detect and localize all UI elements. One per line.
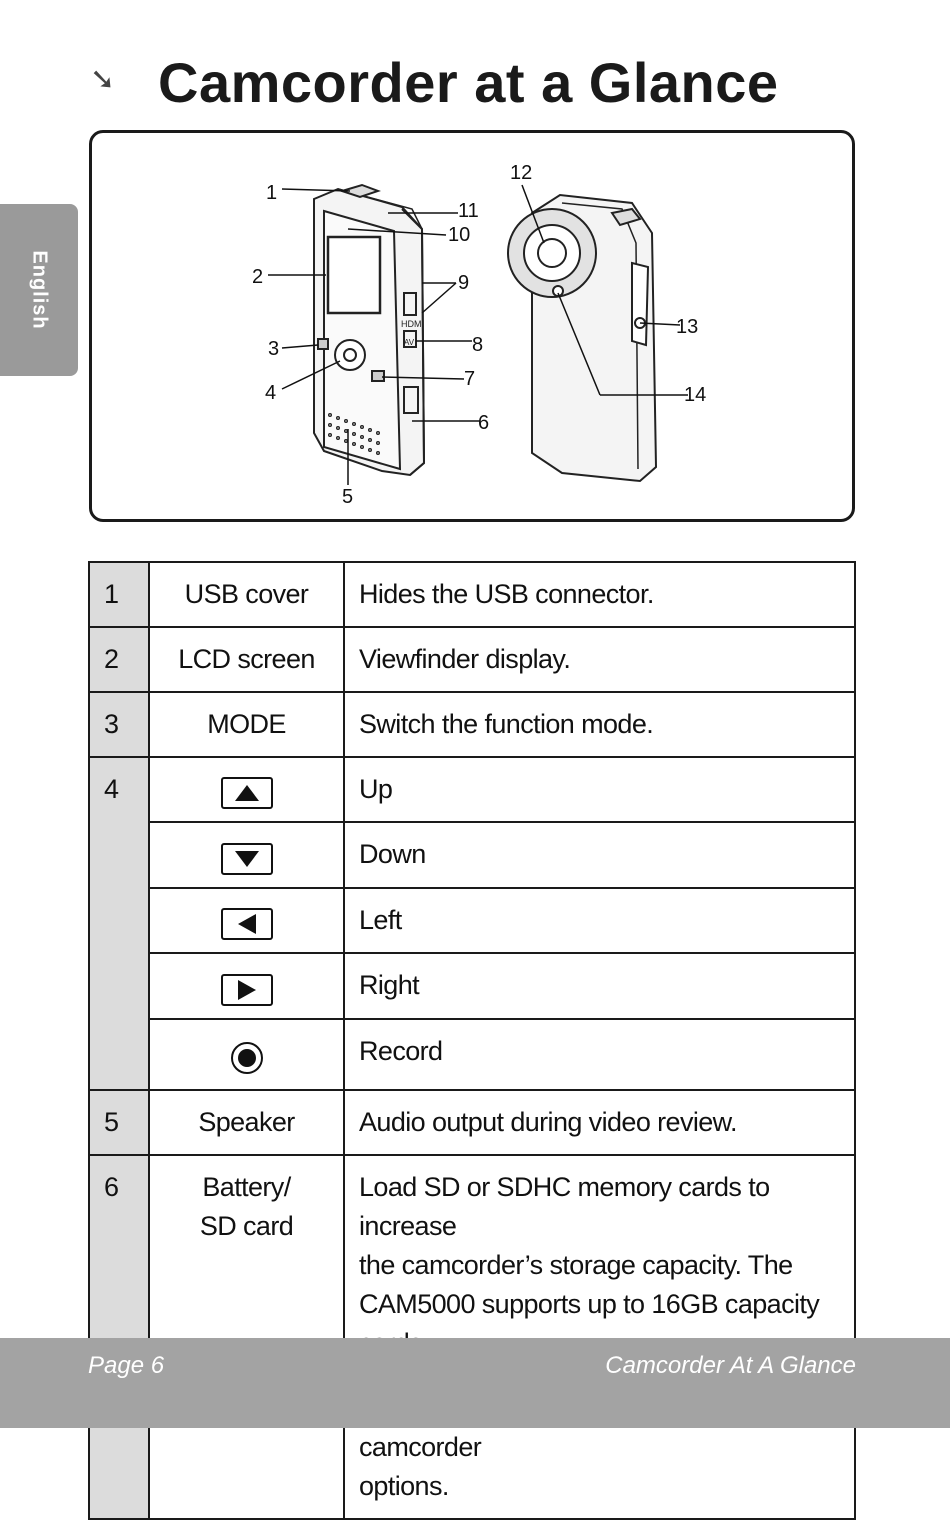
part-description: Switch the function mode. [343, 691, 856, 758]
part-description: Hides the USB connector. [343, 561, 856, 628]
up-key-icon [220, 777, 273, 810]
callout-14: 14 [684, 384, 706, 406]
page-number: Page 6 [88, 1352, 165, 1379]
part-description: Down [343, 821, 856, 889]
section-name: Camcorder At A Glance [605, 1352, 856, 1379]
table-row: Record [89, 1017, 856, 1091]
page-footer: Page 6 Camcorder At A Glance [0, 1338, 950, 1428]
part-name: LCD screen [148, 626, 345, 693]
callout-12: 12 [510, 162, 532, 184]
language-tab-label: English [28, 250, 51, 330]
up-key-cell [148, 755, 345, 824]
part-name-line: SD card [199, 1210, 294, 1241]
part-description: Right [343, 952, 856, 1020]
part-name-line: Battery/ [202, 1171, 291, 1202]
left-key-icon [220, 908, 273, 941]
part-description: Up [343, 755, 856, 824]
down-right-arrow-icon: ➘ [90, 62, 116, 97]
row-number: 1 [88, 561, 150, 628]
row-number: 4 [88, 756, 150, 1091]
left-key-cell [148, 886, 345, 955]
callout-9: 9 [458, 272, 469, 294]
table-row: 3 MODE Switch the function mode. [88, 691, 856, 758]
callout-5: 5 [342, 486, 353, 508]
row-number: 5 [88, 1088, 150, 1156]
camcorder-diagram: HDMI AV [89, 130, 855, 522]
language-tab: English [0, 204, 78, 376]
part-description: Record [343, 1017, 856, 1091]
row-number: 3 [88, 691, 150, 758]
right-key-cell [148, 952, 345, 1020]
callout-13: 13 [676, 316, 698, 338]
hdmi-port-label: HDMI [401, 319, 424, 329]
part-name: USB cover [148, 561, 345, 628]
table-row: Left [89, 886, 856, 955]
part-description: Left [343, 886, 856, 955]
description-line: Load SD or SDHC memory cards to increase [359, 1171, 770, 1241]
av-port-label: AV [404, 338, 415, 347]
callout-11: 11 [458, 200, 479, 222]
table-row: 5 Speaker Audio output during video revi… [88, 1088, 856, 1156]
record-cell [148, 1017, 345, 1091]
callout-6: 6 [478, 412, 489, 434]
row-number: 2 [88, 626, 150, 693]
page-title: Camcorder at a Glance [158, 51, 779, 114]
down-key-icon [220, 842, 273, 875]
down-key-cell [148, 821, 345, 889]
part-name: MODE [148, 691, 345, 758]
callout-4: 4 [265, 382, 276, 404]
camcorder-illustration: HDMI AV [252, 162, 706, 508]
part-description: Viewfinder display. [343, 626, 856, 693]
callout-leader-lines [268, 184, 688, 485]
description-line: the camcorder’s storage capacity. The [359, 1249, 793, 1280]
table-row: 4 Up [88, 755, 856, 1091]
description-line: options. [359, 1470, 449, 1501]
callout-7: 7 [464, 368, 475, 390]
table-row: Right [89, 952, 856, 1020]
record-icon [230, 1041, 263, 1074]
camcorder-front [313, 183, 426, 477]
table-row: 2 LCD screen Viewfinder display. [88, 626, 856, 693]
table-row: Down [89, 821, 856, 889]
camcorder-back [507, 193, 658, 483]
callout-10: 10 [448, 224, 470, 246]
callout-2: 2 [252, 266, 263, 288]
callout-8: 8 [472, 334, 483, 356]
right-key-icon [220, 973, 273, 1006]
callout-1: 1 [266, 182, 277, 204]
table-row: 1 USB cover Hides the USB connector. [88, 561, 856, 628]
part-description: Audio output during video review. [343, 1088, 856, 1156]
part-name: Speaker [148, 1088, 345, 1156]
callout-3: 3 [268, 338, 279, 360]
